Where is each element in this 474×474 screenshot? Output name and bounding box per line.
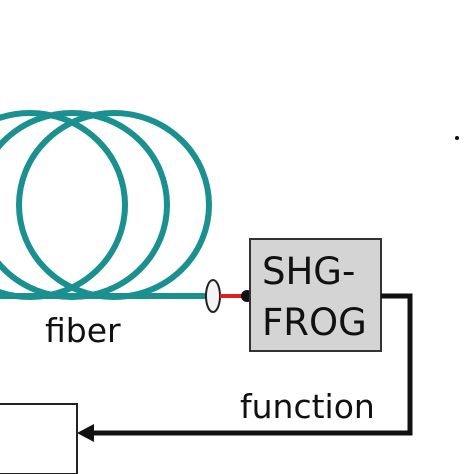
shg-frog-label-line1: SHG- — [262, 250, 355, 293]
shg-frog-box — [249, 238, 382, 352]
feedback-line — [92, 293, 413, 436]
lower-left-box — [0, 403, 78, 474]
function-label: function — [240, 387, 375, 426]
stray-dot — [455, 136, 459, 140]
arrow-head-icon — [77, 424, 94, 442]
shg-frog-label-line2: FROG — [262, 301, 367, 344]
fiber-loop-2 — [0, 110, 170, 300]
fiber-label: fiber — [45, 311, 121, 350]
fiber-spool — [0, 110, 212, 300]
lens-icon — [205, 279, 221, 313]
fiber-loop-3 — [16, 110, 212, 300]
